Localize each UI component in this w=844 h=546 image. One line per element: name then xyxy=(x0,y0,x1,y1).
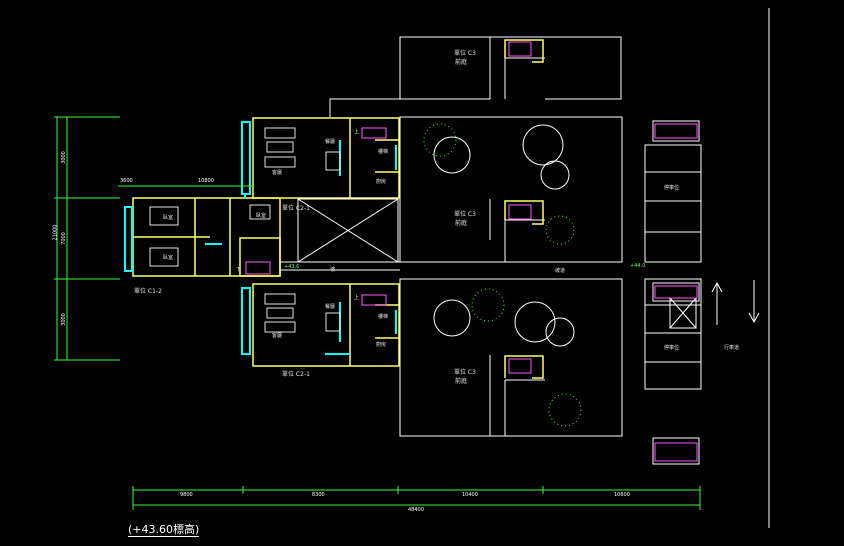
kitchen-label-bot: 廚房 xyxy=(376,342,387,348)
dim-bottom-3: 10400 xyxy=(462,492,478,498)
bedroom-label-2: 臥室 xyxy=(163,255,174,261)
dim-top-2: 10800 xyxy=(198,178,214,184)
stair-label-bot: 樓梯 xyxy=(378,314,389,320)
building-walls xyxy=(132,117,400,367)
parking-label-bot: 停車位 xyxy=(664,345,680,351)
dim-bottom-total: 48400 xyxy=(408,507,424,513)
front-yard-label-bot: 前庭 xyxy=(455,378,468,385)
furniture xyxy=(149,127,341,333)
front-yard-label-mid: 前庭 xyxy=(455,220,468,227)
drawing-title: (+43.60標高) xyxy=(128,523,200,538)
up-label-top: 上 xyxy=(354,129,360,135)
unit-label-c3-bot: 單位 C3 xyxy=(454,369,476,376)
dim-bottom-2: 8300 xyxy=(312,492,325,498)
ramp-label: 坡道 xyxy=(555,268,566,274)
down-label: 下 xyxy=(236,267,242,273)
bedroom-label-1: 臥室 xyxy=(163,215,174,221)
parking-area xyxy=(644,120,702,465)
stair-label-top: 樓梯 xyxy=(378,149,389,155)
dim-bottom-1: 9800 xyxy=(180,492,193,498)
dim-left-2: 7000 xyxy=(60,232,67,245)
ramp-short-label: 坡 xyxy=(330,267,336,273)
up-label-bot: 上 xyxy=(354,295,360,301)
bedroom-label-3: 臥室 xyxy=(256,213,267,219)
dim-bottom-4: 10600 xyxy=(614,492,630,498)
stairs xyxy=(245,41,698,462)
dimension-lines xyxy=(54,116,701,510)
living-room-label-top: 客廳 xyxy=(272,170,283,176)
dim-left-total: 21000 xyxy=(52,224,59,241)
dim-top-1: 3600 xyxy=(120,178,133,184)
site-outline xyxy=(280,8,770,528)
dining-room-label-bot: 餐廳 xyxy=(325,304,336,310)
unit-label-c3-top: 單位 C3 xyxy=(454,50,476,57)
unit-label-c2-1-bot: 單位 C2-1 xyxy=(282,371,310,378)
parking-label-top: 停車位 xyxy=(664,185,680,191)
front-yard-label-top: 前庭 xyxy=(455,59,468,66)
c3-unit-frames xyxy=(504,39,544,379)
kitchen-label-top: 廚房 xyxy=(376,179,387,185)
level-marker-a: +43.6 xyxy=(284,264,300,270)
unit-label-c3-mid: 單位 C3 xyxy=(454,211,476,218)
driveway-label: 行車道 xyxy=(724,345,740,351)
unit-label-c2-1-top: 單位 C2-1 xyxy=(282,205,310,212)
dim-left-1: 3000 xyxy=(60,151,67,164)
level-marker-b: +44.0 xyxy=(630,263,646,269)
atrium-void xyxy=(297,198,399,263)
driveway-arrows xyxy=(711,280,760,325)
dim-left-3: 3000 xyxy=(60,313,67,326)
dining-room-label-top: 餐廳 xyxy=(325,139,336,145)
unit-label-c1-2: 單位 C1-2 xyxy=(134,288,162,295)
landscaping xyxy=(423,123,582,427)
living-room-label-bot: 客廳 xyxy=(272,333,283,339)
